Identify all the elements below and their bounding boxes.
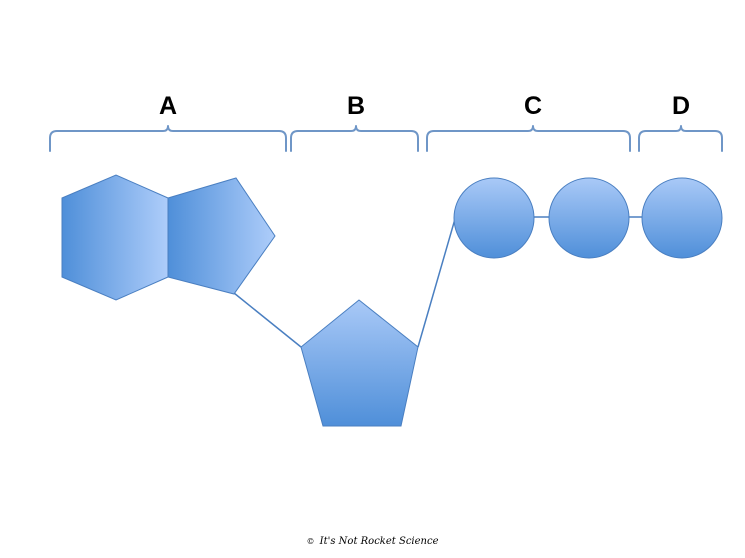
copyright-symbol: ©	[306, 537, 315, 546]
label-d: D	[672, 92, 690, 120]
circle-c2	[548, 177, 630, 259]
connector-b-c	[417, 218, 456, 348]
circle-d	[641, 177, 723, 259]
credit-text: It's Not Rocket Science	[319, 536, 439, 547]
bracket-b	[290, 125, 419, 152]
bracket-c	[426, 125, 631, 152]
hexagon-shape	[61, 174, 169, 301]
pentagon-shape-b	[300, 299, 419, 427]
circle-c1	[453, 177, 535, 259]
credit-footer: © It's Not Rocket Science	[0, 536, 745, 547]
bracket-d	[638, 125, 723, 152]
bracket-a	[49, 125, 287, 152]
label-c: C	[524, 92, 542, 120]
label-a: A	[159, 92, 177, 120]
connector-a-b	[233, 292, 302, 348]
label-b: B	[347, 92, 365, 120]
pentagon-shape-a	[167, 177, 276, 295]
